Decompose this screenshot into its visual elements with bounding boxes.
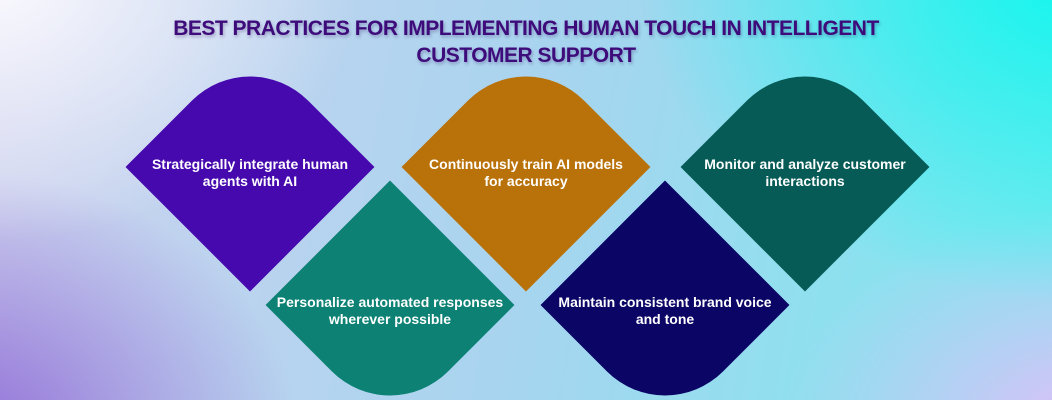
page-title: BEST PRACTICES FOR IMPLEMENTING HUMAN TO… xyxy=(0,15,1052,69)
practice-label: Maintain consistent brand voice and tone xyxy=(535,269,795,353)
practice-label-line2: wherever possible xyxy=(328,311,452,327)
practice-label-line1: Continuously train AI models xyxy=(429,156,623,172)
practice-label-line2: and tone xyxy=(635,311,695,327)
practice-label-line2: agents with AI xyxy=(202,173,298,189)
practice-label-line1: Strategically integrate human xyxy=(151,156,349,172)
practice-label: Personalize automated responses wherever… xyxy=(260,269,520,353)
practice-label-line2: interactions xyxy=(765,173,845,189)
practice-label-line2: for accuracy xyxy=(484,173,568,189)
page-title-line2: CUSTOMER SUPPORT xyxy=(416,44,636,67)
practice-label: Strategically integrate human agents wit… xyxy=(120,131,380,215)
practice-label-line1: Monitor and analyze customer xyxy=(704,156,906,172)
page-title-line1: BEST PRACTICES FOR IMPLEMENTING HUMAN TO… xyxy=(173,17,879,40)
practice-label: Continuously train AI models for accurac… xyxy=(396,131,656,215)
practice-label-line1: Personalize automated responses xyxy=(276,294,504,310)
practice-label: Monitor and analyze customer interaction… xyxy=(675,131,935,215)
practice-label-line1: Maintain consistent brand voice xyxy=(558,294,772,310)
